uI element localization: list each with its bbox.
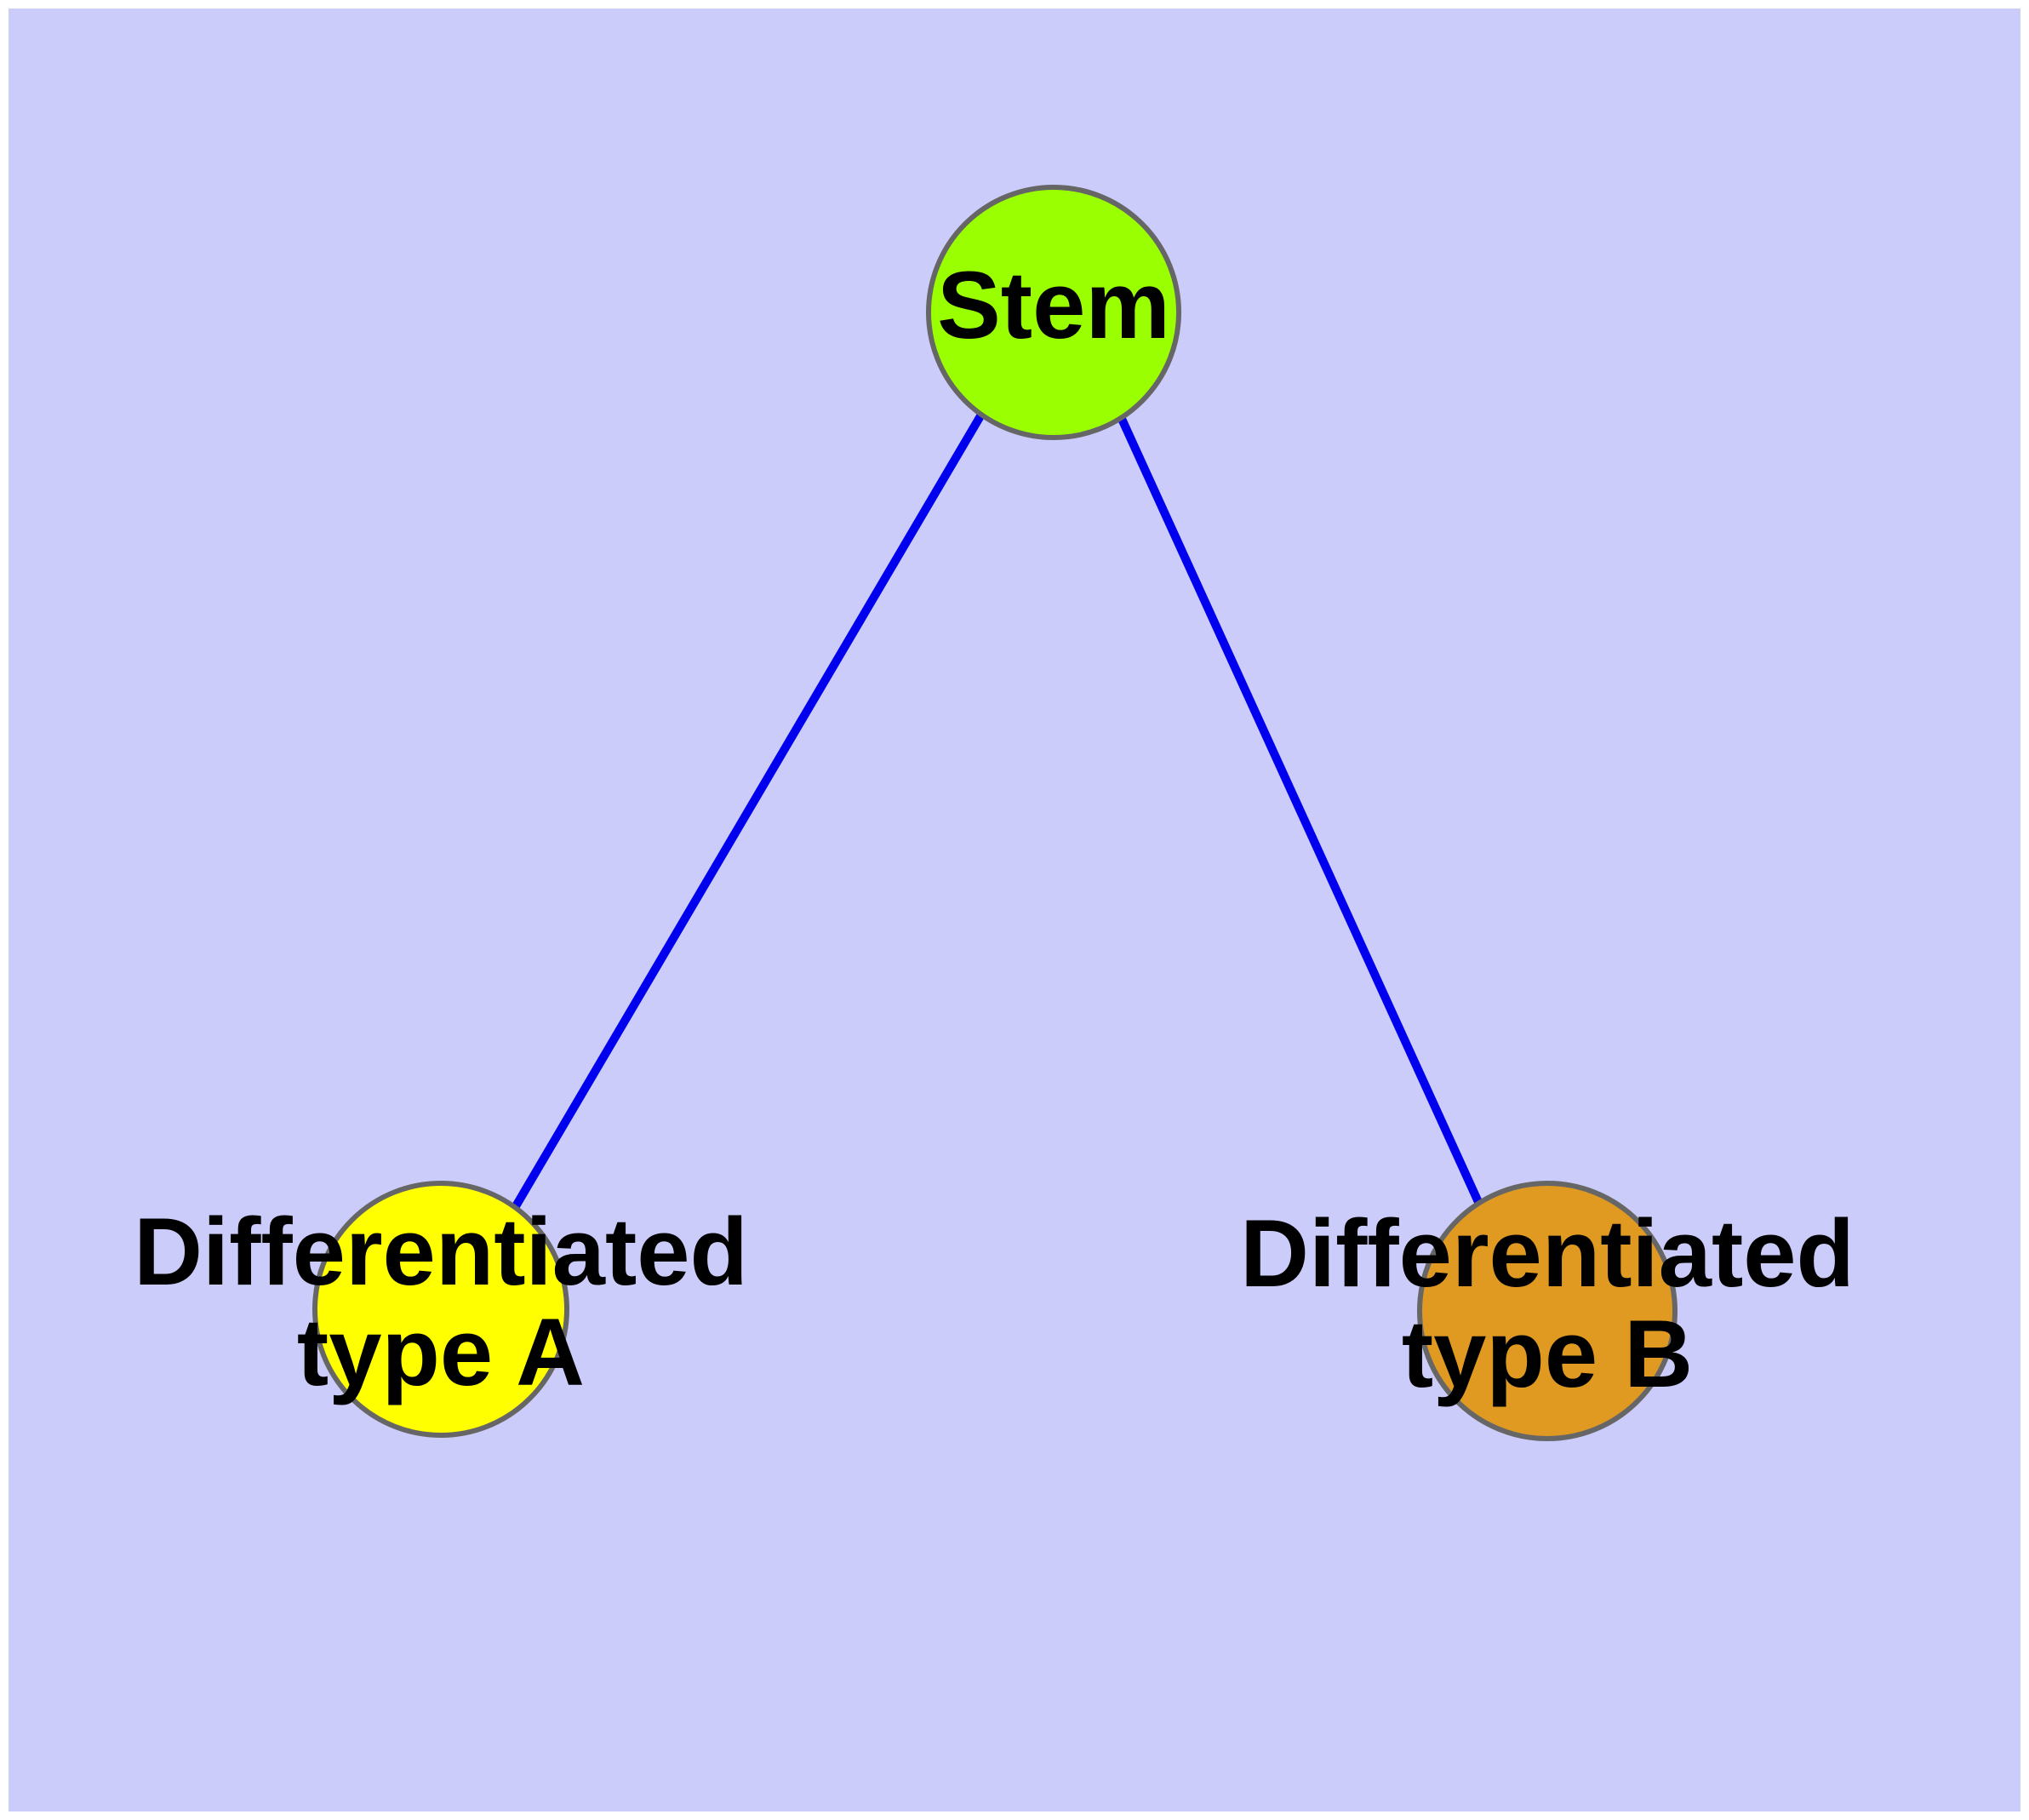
graph-node-label-line: type B <box>1402 1300 1693 1406</box>
edges-group <box>512 412 1483 1209</box>
graph-node-label-line: Differentiated <box>134 1199 748 1305</box>
graph-edge-stem-to-diff-b[interactable] <box>1117 416 1483 1205</box>
graph-node-label-stem: Stem <box>937 252 1170 358</box>
graph-node-stem[interactable] <box>926 185 1181 440</box>
graph-node-label-line: type A <box>297 1298 585 1405</box>
nodes-group <box>312 185 1677 1441</box>
graph-node-diff_a[interactable] <box>312 1181 569 1438</box>
graph-node-label-line: Differentiated <box>1240 1200 1855 1307</box>
graph-node-diff_b[interactable] <box>1417 1181 1677 1441</box>
graph-node-label-line: Stem <box>937 252 1170 358</box>
graph-edge-stem-to-diff-a[interactable] <box>512 412 986 1209</box>
